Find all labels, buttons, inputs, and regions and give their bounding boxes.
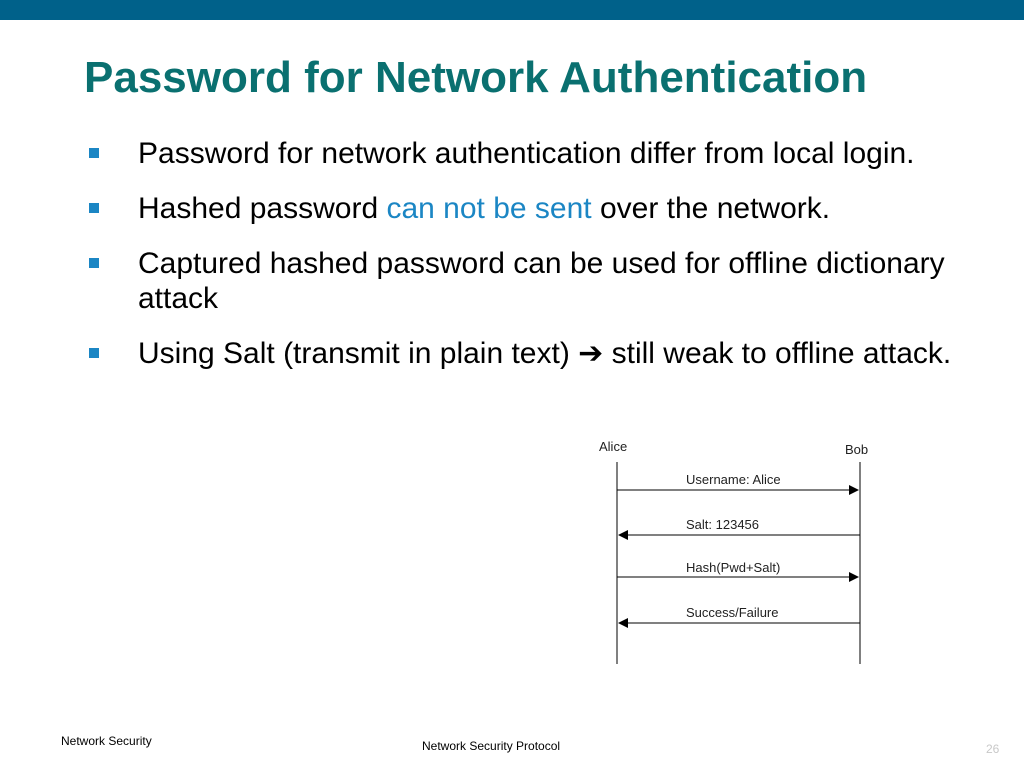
bullet-item: Captured hashed password can be used for… — [84, 246, 954, 316]
message-label: Salt: 123456 — [686, 517, 759, 532]
highlighted-text: can not be sent — [386, 192, 592, 225]
bullet-text: Using Salt (transmit in plain text) — [138, 337, 579, 370]
header-bar — [0, 0, 1024, 20]
party-bob: Bob — [845, 442, 868, 457]
square-bullet-icon — [89, 348, 99, 358]
bullet-text: still weak to offline attack. — [603, 337, 952, 370]
bullet-item: Password for network authentication diff… — [84, 136, 954, 171]
square-bullet-icon — [89, 258, 99, 268]
right-arrow-icon: ➔ — [578, 337, 604, 370]
sequence-diagram: Alice Bob Username: Alice Salt: 123456 H… — [599, 439, 868, 664]
footer-center-text: Network Security Protocol — [422, 739, 561, 753]
footer-left-text: Network Security — [61, 734, 152, 748]
bullet-item: Hashed password can not be sent over the… — [84, 191, 954, 226]
bullet-text: over the network. — [591, 192, 831, 225]
party-alice: Alice — [599, 439, 627, 454]
bullet-text: Password for network authentication diff… — [138, 137, 915, 170]
message-label: Hash(Pwd+Salt) — [686, 560, 780, 575]
bullet-text: Hashed password — [138, 192, 387, 225]
bullet-list: Password for network authentication diff… — [84, 136, 954, 391]
bullet-text: Captured hashed password can be used for… — [138, 247, 945, 315]
square-bullet-icon — [89, 203, 99, 213]
square-bullet-icon — [89, 148, 99, 158]
bullet-item: Using Salt (transmit in plain text) ➔ st… — [84, 336, 954, 371]
page-number: 26 — [986, 742, 1000, 756]
message-label: Success/Failure — [686, 605, 778, 620]
slide-title: Password for Network Authentication — [84, 53, 868, 102]
message-label: Username: Alice — [686, 472, 781, 487]
